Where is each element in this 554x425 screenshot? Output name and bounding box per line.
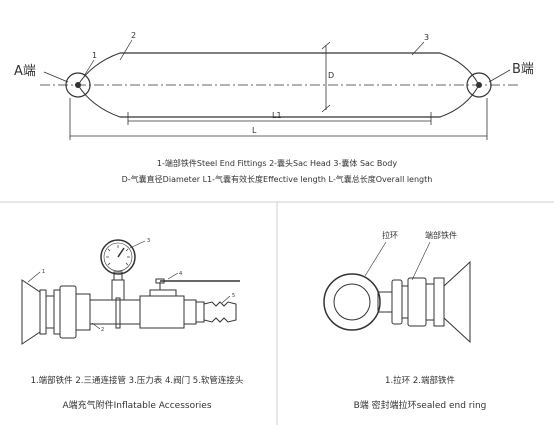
callout-1: 1: [92, 51, 97, 60]
end-b-label: B端: [512, 62, 534, 77]
inflation-assembly: [21, 271, 240, 345]
acc-callout-5: 5: [232, 293, 235, 299]
label-ring: 拉环: [382, 230, 398, 240]
accessories-caption: A端充气附件Inflatable Accessories: [62, 399, 211, 411]
dim-d-label: D: [328, 71, 334, 80]
dim-l1-label: L1: [272, 111, 282, 120]
end-ring-caption: B端 密封端拉环sealed end ring: [354, 399, 487, 411]
label-fitting: 端部铁件: [425, 230, 457, 240]
legend-line-1: 1-端部铁件Steel End Fittings 2-囊头Sac Head 3-…: [157, 158, 397, 168]
end-a-circle: [65, 72, 91, 98]
accessories-parts: 1.端部铁件 2.三通连接管 3.压力表 4.阀门 5.软管连接头: [31, 375, 244, 386]
acc-callout-4: 4: [179, 271, 182, 277]
end-a-fitting: [75, 82, 81, 88]
legend-line-2: D-气囊直径Diameter L1-气囊有效长度Effective length…: [122, 174, 433, 184]
end-ring-assembly: [323, 260, 471, 344]
acc-callout-1: 1: [42, 269, 45, 275]
end-b-fitting: [476, 82, 482, 88]
acc-callout-3: 3: [147, 238, 150, 244]
dim-l-label: L: [252, 126, 257, 135]
end-b-circle: [466, 72, 492, 98]
callout-2: 2: [131, 31, 136, 40]
callout-3: 3: [424, 33, 429, 42]
pressure-gauge: [100, 239, 136, 275]
gauge-needle: [117, 247, 125, 258]
gauge-ticks: [106, 245, 130, 266]
end-a-label: A端: [14, 64, 36, 79]
end-ring-parts: 1.拉环 2.端部铁件: [385, 375, 455, 386]
acc-callout-2: 2: [101, 327, 104, 333]
